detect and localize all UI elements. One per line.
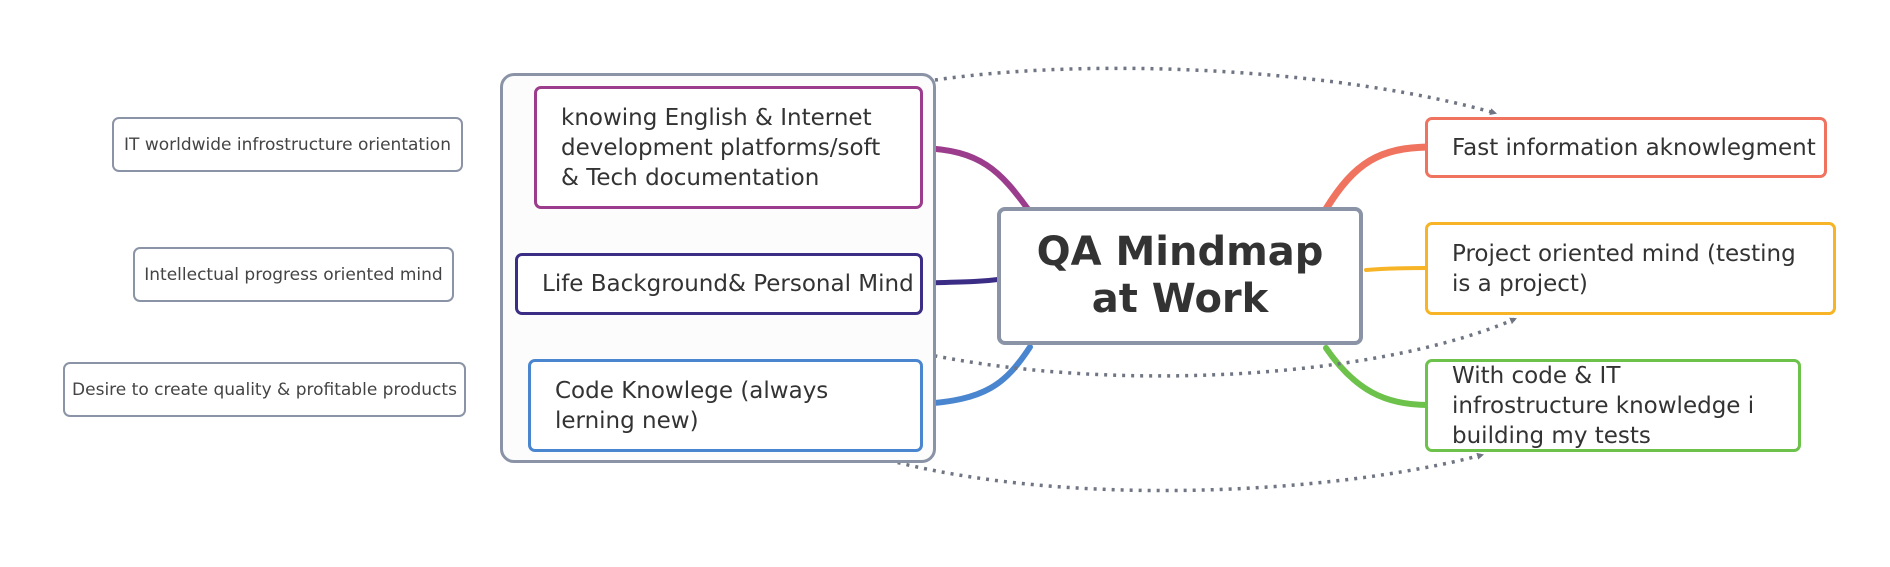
right-topic-project-oriented-label: Project oriented mind (testing is a proj… bbox=[1452, 240, 1796, 297]
left-topic-code-knowledge-label: Code Knowlege (always lerning new) bbox=[555, 377, 829, 434]
left-topic-life-background-label: Life Background& Personal Mind bbox=[542, 271, 914, 297]
note-intellectual-progress-label: Intellectual progress oriented mind bbox=[144, 264, 443, 285]
right-topic-code-it-knowledge[interactable]: With code & IT infrostructure knowledge … bbox=[1425, 359, 1801, 452]
branch-connector-right-1 bbox=[1322, 143, 1432, 213]
left-topic-english-internet-label: knowing English & Internet development p… bbox=[561, 104, 881, 191]
note-it-worldwide[interactable]: IT worldwide infrostructure orientation bbox=[112, 117, 463, 172]
relationship-line-top bbox=[934, 66, 1498, 116]
right-topic-fast-information[interactable]: Fast information aknowlegment bbox=[1425, 117, 1827, 178]
note-desire-quality-label: Desire to create quality & profitable pr… bbox=[72, 379, 457, 400]
left-topic-life-background[interactable]: Life Background& Personal Mind bbox=[515, 253, 923, 315]
branch-connector-left-3 bbox=[919, 344, 1033, 407]
note-it-worldwide-label: IT worldwide infrostructure orientation bbox=[124, 134, 451, 155]
note-desire-quality[interactable]: Desire to create quality & profitable pr… bbox=[63, 362, 466, 417]
left-topic-english-internet[interactable]: knowing English & Internet development p… bbox=[534, 86, 923, 209]
left-topic-code-knowledge[interactable]: Code Knowlege (always lerning new) bbox=[528, 359, 923, 452]
note-intellectual-progress[interactable]: Intellectual progress oriented mind bbox=[133, 247, 454, 302]
branch-connector-left-1 bbox=[919, 145, 1033, 215]
right-topic-fast-information-label: Fast information aknowlegment bbox=[1452, 134, 1816, 161]
branch-connector-right-2 bbox=[1364, 266, 1430, 272]
central-topic[interactable]: QA Mindmap at Work bbox=[997, 207, 1363, 345]
right-topic-project-oriented[interactable]: Project oriented mind (testing is a proj… bbox=[1425, 222, 1836, 315]
relationship-line-bottom bbox=[862, 451, 1485, 493]
branch-connector-right-3 bbox=[1323, 345, 1431, 408]
central-topic-title: QA Mindmap at Work bbox=[1036, 229, 1324, 322]
right-topic-code-it-knowledge-label: With code & IT infrostructure knowledge … bbox=[1452, 362, 1755, 449]
